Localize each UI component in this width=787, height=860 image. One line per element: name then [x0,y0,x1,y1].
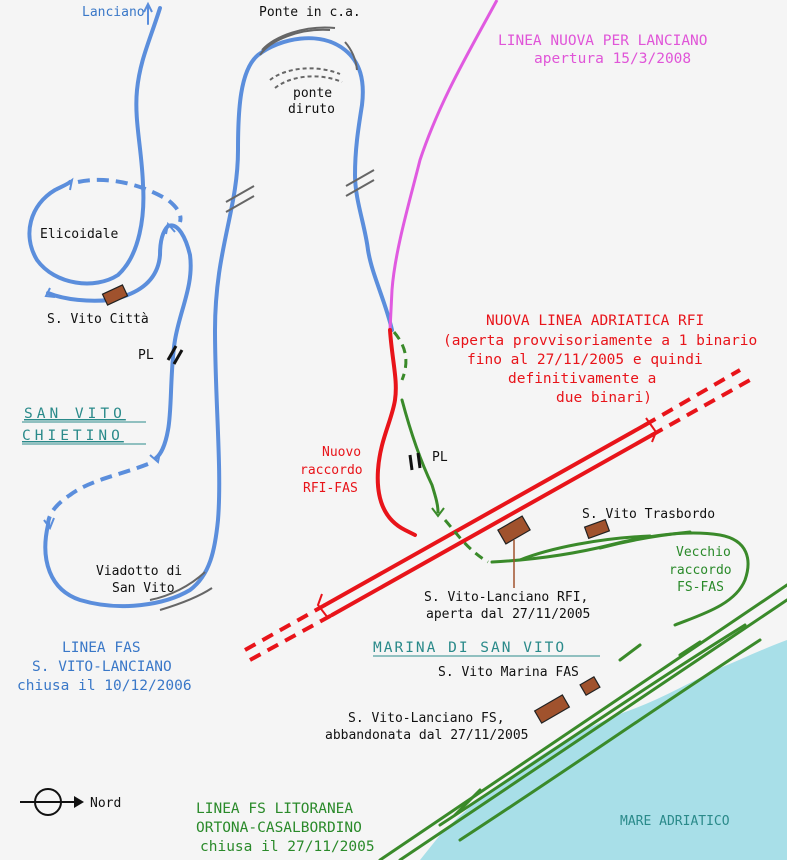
label-nuovo-raccordo-1: Nuovo [322,445,361,460]
heading-adriatica-2: (aperta provvisoriamente a 1 binario [443,333,757,349]
label-ponte-ca: Ponte in c.a. [259,5,361,20]
label-nuovo-raccordo-3: RFI-FAS [303,481,358,496]
heading-linea-fs-2: ORTONA-CASALBORDINO [196,820,362,836]
label-ponte-diruto-1: ponte [293,86,332,101]
heading-linea-fas-2: S. VITO-LANCIANO [32,659,172,675]
label-s-vito-lanciano-rfi-2: aperta dal 27/11/2005 [426,607,590,622]
fas-line [27,1,394,609]
label-s-vito-lanciano-fs-1: S. Vito-Lanciano FS, [348,711,505,726]
station-s-vito-citta [101,284,129,306]
label-vecchio-raccordo-2: raccordo [669,563,732,578]
label-elicoidale: Elicoidale [40,227,118,242]
label-s-vito-citta: S. Vito Città [47,312,149,327]
heading-adriatica-4: definitivamente a [508,371,656,387]
station-s-vito-lanciano-rfi [497,515,531,545]
viadotto-san-vito [149,571,213,611]
station-s-vito-marina-fas [579,675,601,697]
label-mare-adriatico: MARE ADRIATICO [620,814,730,829]
station-s-vito-lanciano-fs [533,694,571,724]
label-s-vito-lanciano-fs-2: abbandonata dal 27/11/2005 [325,728,529,743]
heading-linea-fs-1: LINEA FS LITORANEA [196,801,353,817]
label-ponte-diruto-2: diruto [288,102,335,117]
label-s-vito-trasbordo: S. Vito Trasbordo [582,507,715,522]
station-s-vito-trasbordo [583,518,611,540]
label-s-vito-marina-fas: S. Vito Marina FAS [438,665,579,680]
north-arrow [20,788,84,816]
heading-linea-fas-1: LINEA FAS [62,640,141,656]
label-viadotto-2: San Vito [112,581,175,596]
pl-crossing-2 [408,452,422,471]
label-pl-1: PL [138,348,154,363]
heading-adriatica-3: fino al 27/11/2005 e quindi [467,352,703,368]
label-pl-2: PL [432,450,448,465]
label-lanciano: Lanciano [82,5,145,20]
heading-chietino: CHIETINO [22,428,124,444]
heading-san-vito: SAN VITO [24,406,126,422]
heading-linea-nuova-1: LINEA NUOVA PER LANCIANO [498,33,708,49]
adriatica-rfi [244,368,751,662]
heading-adriatica-5: due binari) [556,390,652,406]
label-vecchio-raccordo-3: FS-FAS [677,580,724,595]
ponte-diruto [269,67,343,89]
heading-adriatica-1: NUOVA LINEA ADRIATICA RFI [486,313,704,329]
label-viadotto-1: Viadotto di [96,564,182,579]
heading-marina: MARINA DI SAN VITO [373,640,566,656]
pl-crossing-1 [166,345,184,365]
label-nuovo-raccordo-2: raccordo [300,463,363,478]
heading-linea-nuova-2: apertura 15/3/2008 [534,51,691,67]
ponte-in-ca [259,26,358,71]
heading-linea-fs-3: chiusa il 27/11/2005 [200,839,375,855]
label-s-vito-lanciano-rfi-1: S. Vito-Lanciano RFI, [424,590,588,605]
raccordo-rfi-fas [375,328,417,537]
linea-nuova-lanciano [388,0,499,331]
fs-raccordo [392,331,750,627]
fs-litoranea [378,583,787,860]
label-nord: Nord [90,796,121,811]
heading-linea-fas-3: chiusa il 10/12/2006 [17,678,192,694]
line-break-marks [225,169,375,213]
label-vecchio-raccordo-1: Vecchio [676,545,731,560]
san-vito-underline [22,421,146,445]
